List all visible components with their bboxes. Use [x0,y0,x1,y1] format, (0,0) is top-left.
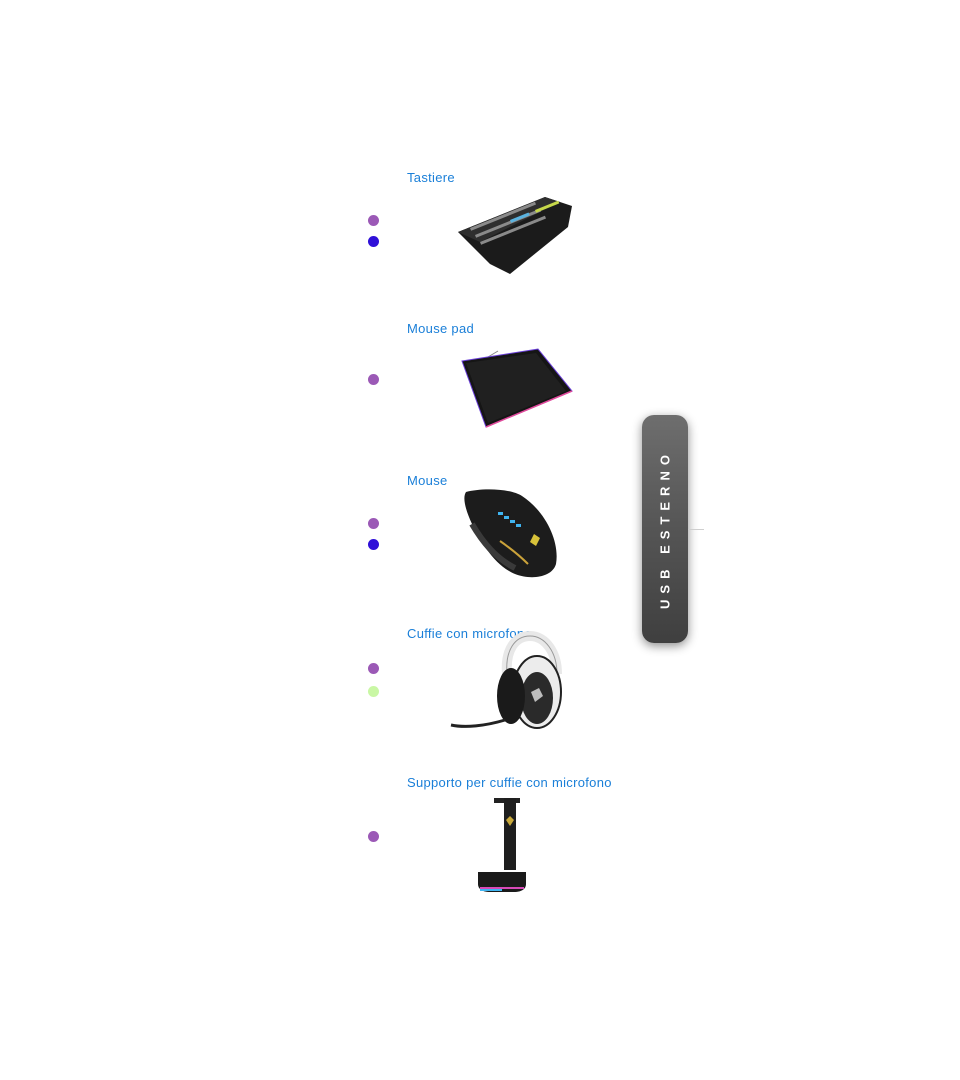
color-dot-purple[interactable] [368,215,379,226]
keyboard-image[interactable] [450,192,575,277]
category-link-mousepads[interactable]: Mouse pad [407,321,475,336]
category-link-headset-stands[interactable]: Supporto per cuffie con microfono [407,775,612,790]
mousepad-image[interactable] [458,347,576,429]
category-link-mice[interactable]: Mouse [407,473,448,488]
category-link-keyboards[interactable]: Tastiere [407,170,455,185]
color-dot-purple[interactable] [368,374,379,385]
color-dot-purple[interactable] [368,518,379,529]
usb-external-label: USB ESTERNO [657,449,673,609]
headset-image[interactable] [445,630,570,735]
color-dot-blue[interactable] [368,539,379,550]
color-dot-green[interactable] [368,686,379,697]
usb-external-tab[interactable]: USB ESTERNO [642,415,688,643]
usb-connector-line [688,529,704,530]
headset-stand-image[interactable] [472,796,532,896]
color-dot-purple[interactable] [368,663,379,674]
mouse-image[interactable] [460,486,565,581]
color-dot-purple[interactable] [368,831,379,842]
color-dot-blue[interactable] [368,236,379,247]
category-link-headsets[interactable]: Cuffie con microfono [407,626,532,641]
